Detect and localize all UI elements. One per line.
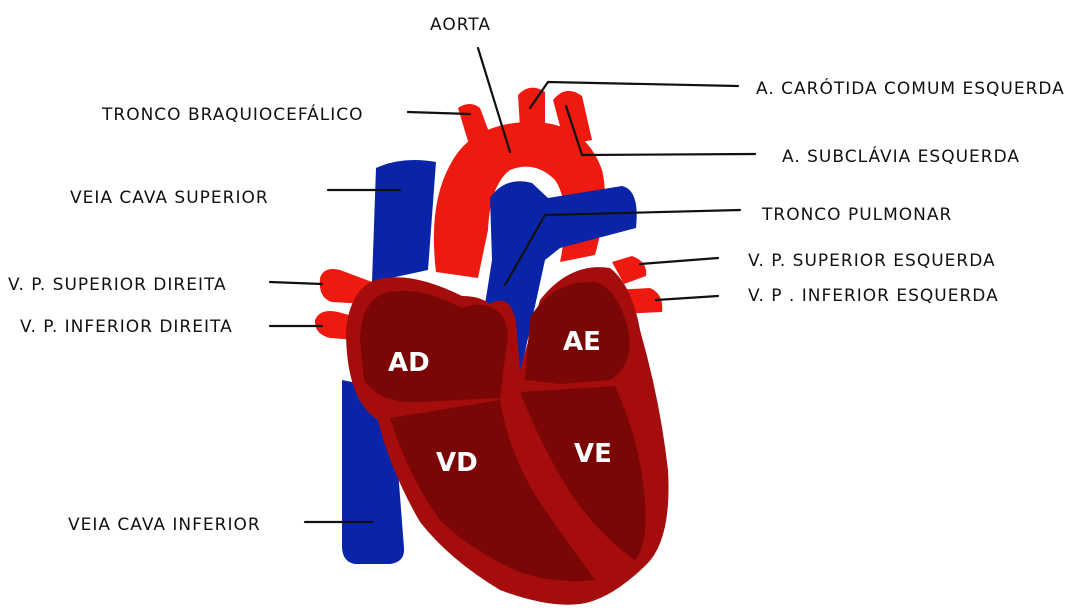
pv-inf-left-label: V. P . INFERIOR ESQUERDA — [748, 286, 999, 306]
right-atrium-chamber — [360, 291, 508, 402]
brachiocephalic-trunk-vessel — [458, 104, 492, 148]
brachiocephalic-label: TRONCO BRAQUIOCEFÁLICO — [101, 103, 363, 125]
pv-inf-left-leader — [656, 296, 718, 300]
pulmonary-trunk-label: TRONCO PULMONAR — [761, 205, 952, 225]
pv-sup-left-leader — [640, 258, 718, 264]
pv-sup-left-label: V. P. SUPERIOR ESQUERDA — [748, 251, 996, 271]
subclavian-leader — [566, 106, 755, 155]
pv-inf-right-label: V. P. INFERIOR DIREITA — [20, 317, 233, 337]
superior-vena-cava — [372, 160, 436, 282]
pv-sup-right-leader — [270, 282, 322, 284]
right-ventricle-label: VD — [436, 448, 478, 478]
left-atrium-label: AE — [563, 327, 601, 357]
left-ventricle-label: VE — [574, 439, 612, 469]
pv-sup-right-label: V. P. SUPERIOR DIREITA — [8, 275, 227, 295]
ivc-label: VEIA CAVA INFERIOR — [68, 515, 261, 535]
aorta-label: AORTA — [430, 15, 491, 35]
right-atrium-label: AD — [388, 348, 430, 378]
svc-label: VEIA CAVA SUPERIOR — [70, 188, 269, 208]
carotid-left-label: A. CARÓTIDA COMUM ESQUERDA — [756, 77, 1065, 99]
subclavian-left-label: A. SUBCLÁVIA ESQUERDA — [782, 145, 1020, 167]
